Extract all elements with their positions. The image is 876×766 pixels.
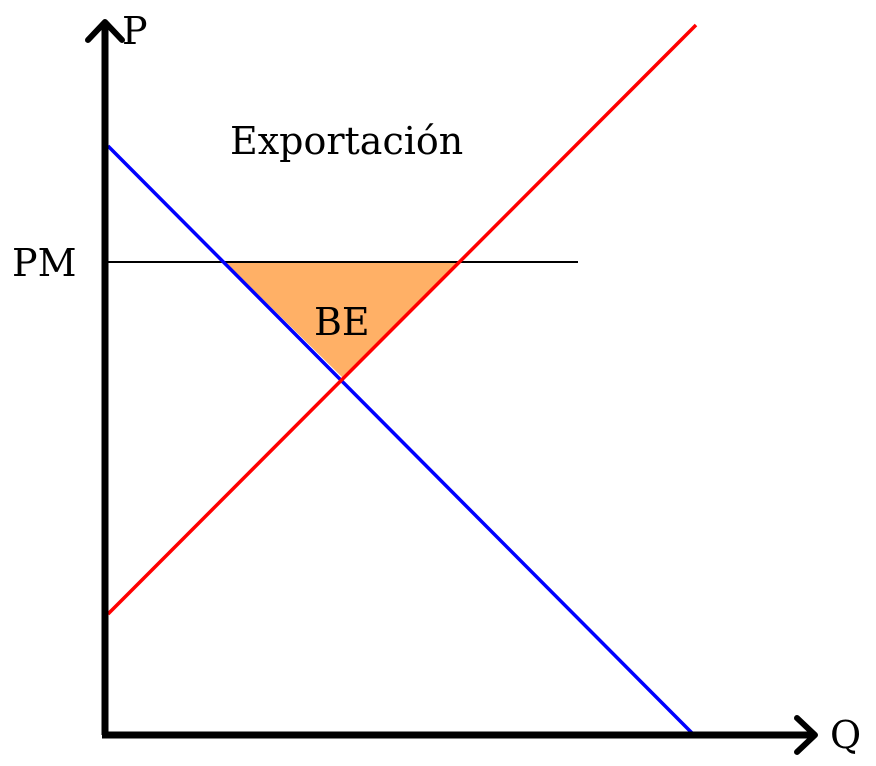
x-axis-label: Q (830, 713, 861, 757)
x-axis-arrow-icon (794, 715, 818, 755)
y-axis-arrow-icon (85, 19, 125, 43)
demand-curve (106, 144, 694, 735)
price-label: PM (12, 241, 76, 285)
y-axis-label: P (122, 9, 148, 53)
region-label: Exportación (230, 119, 463, 163)
surplus-label: BE (314, 300, 370, 344)
supply-curve (106, 23, 698, 616)
surplus-area (225, 262, 458, 378)
